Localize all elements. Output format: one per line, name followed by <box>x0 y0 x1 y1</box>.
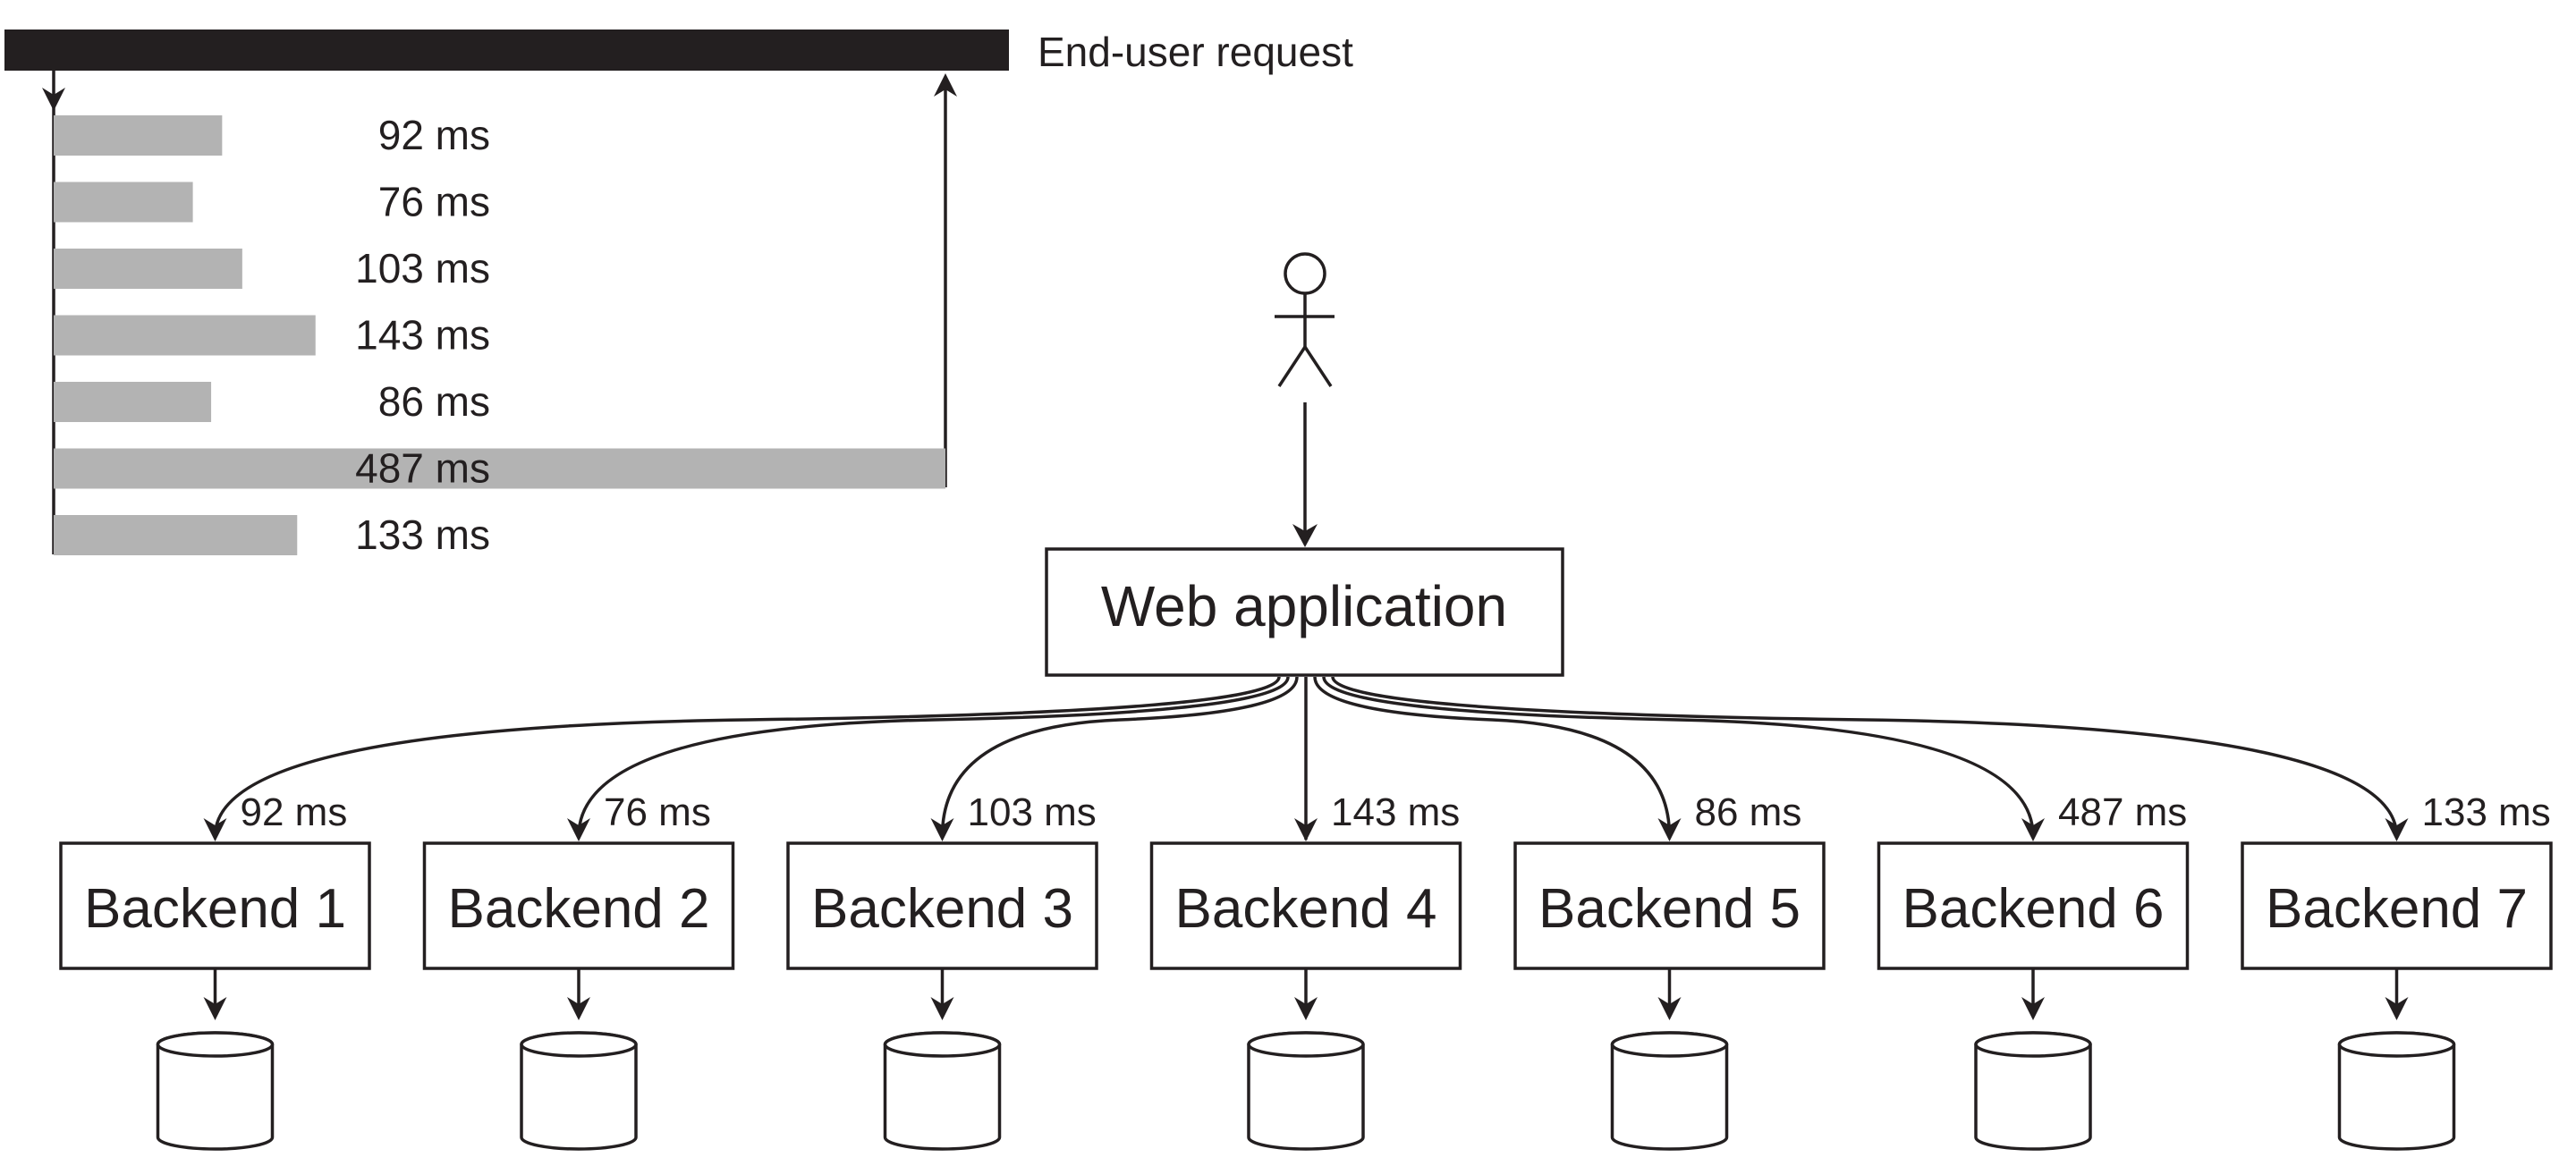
fanout-arrow <box>1313 676 1672 837</box>
fanout-arrow <box>940 676 1299 837</box>
arrow-down-icon <box>2385 818 2409 841</box>
backend-label: Backend 2 <box>448 878 710 940</box>
database-icon <box>883 1031 1002 1151</box>
arrow-down-icon <box>2021 818 2045 841</box>
database-icon <box>520 1031 638 1151</box>
arrow-down-icon <box>203 997 227 1020</box>
arrow-down-icon <box>2385 997 2409 1020</box>
backend-latency-label: 143 ms <box>1331 790 1460 834</box>
latency-bar-label: 86 ms <box>378 378 490 425</box>
backend-label: Backend 5 <box>1538 878 1801 940</box>
end-user-request-label: End-user request <box>1038 29 1353 75</box>
end-user-request-bar: End-user request <box>4 29 1353 75</box>
arrow-down-icon <box>2021 997 2045 1020</box>
backend-1: Backend 1 92 ms <box>59 790 371 1151</box>
arrow-down-icon <box>203 818 227 841</box>
arrow-down-icon <box>567 818 590 841</box>
backend-6: Backend 6 487 ms <box>1877 790 2190 1151</box>
latency-bar <box>54 448 945 489</box>
latency-bar-label: 133 ms <box>355 511 490 558</box>
backend-latency-label: 92 ms <box>241 790 348 834</box>
backend-latency-label: 487 ms <box>2058 790 2187 834</box>
web-application-box: Web application <box>1045 547 1564 677</box>
backend-5: Backend 5 86 ms <box>1513 790 1826 1151</box>
backend-label: Backend 6 <box>1902 878 2165 940</box>
latency-bar-label: 103 ms <box>355 245 490 292</box>
latency-bar <box>54 315 316 356</box>
latency-bar <box>54 382 212 422</box>
backend-label: Backend 1 <box>84 878 346 940</box>
backend-latency-label: 133 ms <box>2422 790 2551 834</box>
latency-bar <box>54 115 223 156</box>
backend-4: Backend 4 143 ms <box>1149 790 1462 1151</box>
database-icon <box>156 1031 275 1151</box>
backend-label: Backend 3 <box>811 878 1073 940</box>
arrow-down-icon <box>1657 997 1682 1020</box>
user-icon <box>1275 252 1335 387</box>
backend-latency-label: 86 ms <box>1695 790 1802 834</box>
database-icon <box>2337 1031 2456 1151</box>
backend-latency-label: 76 ms <box>604 790 711 834</box>
latency-bar-chart: 92 ms 76 ms 103 ms 143 ms 86 ms 487 ms 133 ms <box>54 112 945 558</box>
database-icon <box>1610 1031 1729 1151</box>
backend-label: Backend 7 <box>2266 878 2528 940</box>
arrow-down-icon <box>1292 524 1318 547</box>
up-arrow-icon <box>934 73 957 97</box>
web-application-label: Web application <box>1101 574 1507 638</box>
latency-bar <box>54 182 193 223</box>
backend-3: Backend 3 103 ms <box>786 790 1098 1151</box>
user-to-web-arrow <box>1292 402 1318 547</box>
fanout-arrow <box>213 676 1281 837</box>
backend-latency-label: 103 ms <box>968 790 1097 834</box>
latency-bar-label: 76 ms <box>378 179 490 225</box>
latency-bar-label: 487 ms <box>355 445 490 492</box>
fanout-arrow <box>577 676 1290 837</box>
arrow-down-icon <box>1294 818 1318 841</box>
database-icon <box>1974 1031 2092 1151</box>
backend-label: Backend 4 <box>1175 878 1437 940</box>
fanout-arrow <box>1331 676 2399 837</box>
backend-box <box>1513 841 1826 970</box>
backend-box <box>1149 841 1462 970</box>
arrow-down-icon <box>1657 818 1682 841</box>
arrow-down-icon <box>567 997 590 1020</box>
backend-2: Backend 2 76 ms <box>422 790 735 1151</box>
backend-box <box>786 841 1098 970</box>
arrow-down-icon <box>1294 997 1318 1020</box>
database-icon <box>1247 1031 1365 1151</box>
backend-box <box>2241 841 2553 970</box>
latency-bar <box>54 249 242 289</box>
arrow-down-icon <box>930 818 954 841</box>
backend-box <box>1877 841 2190 970</box>
fanout-arrows <box>203 676 2409 841</box>
down-arrow-icon <box>42 88 65 111</box>
fanout-arrow <box>1322 676 2035 837</box>
backend-row: Backend 1 92 ms Backend 2 76 ms Backend 3 103… <box>59 790 2553 1151</box>
latency-bar <box>54 515 298 555</box>
latency-bar-label: 143 ms <box>355 312 490 359</box>
arrow-down-icon <box>930 997 954 1020</box>
backend-7: Backend 7 133 ms <box>2241 790 2553 1151</box>
latency-bar-label: 92 ms <box>378 112 490 158</box>
backend-box <box>422 841 735 970</box>
